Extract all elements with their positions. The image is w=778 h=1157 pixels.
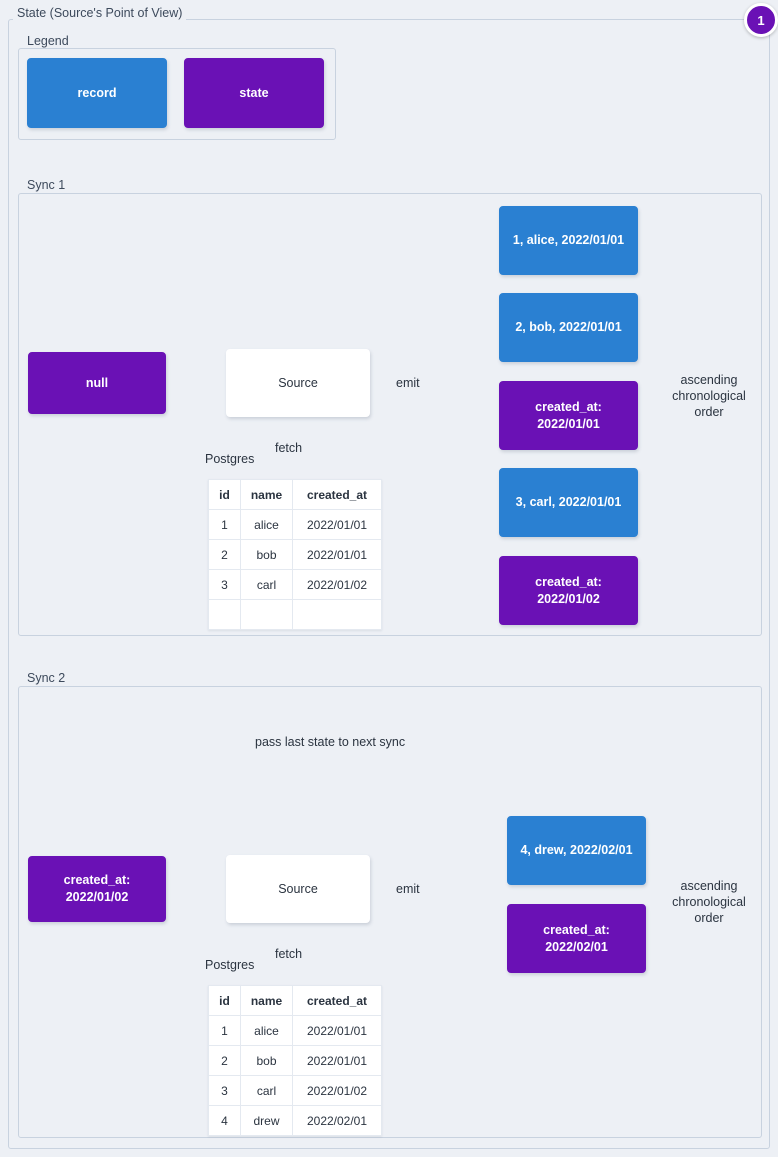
sync1-emitted-state-1-line2: 2022/01/01 [537, 416, 600, 431]
sync2-input-state: created_at: 2022/01/02 [28, 856, 166, 922]
cell-name: carl [240, 1075, 293, 1106]
sync2-col-id: id [208, 985, 241, 1016]
step-badge[interactable]: 1 [744, 3, 778, 37]
sync2-input-state-line1: created_at: [63, 873, 131, 887]
cell-created-at: 2022/01/01 [292, 509, 382, 540]
table-row: 2 bob 2022/01/01 [208, 1045, 382, 1076]
sync1-emitted-state-1-line1: created_at: [535, 399, 602, 414]
sync1-emitted-record-3-label: 3, carl, 2022/01/01 [515, 495, 622, 509]
cell-id: 2 [208, 539, 241, 570]
cell-name [240, 599, 293, 630]
sync2-col-name: name [240, 985, 293, 1016]
sync2-source-label: Source [278, 881, 318, 896]
sync2-input-state-line2: 2022/01/02 [65, 890, 129, 904]
cell-created-at: 2022/01/02 [292, 569, 382, 600]
sync1-emitted-state-2: created_at: 2022/01/02 [499, 556, 638, 625]
cell-id: 1 [208, 509, 241, 540]
cell-id: 2 [208, 1045, 241, 1076]
cell-name: bob [240, 1045, 293, 1076]
sync2-db-label: Postgres [205, 958, 255, 972]
sync1-emitted-record-2: 2, bob, 2022/01/01 [499, 293, 638, 362]
sync2-emitted-state-1-line1: created_at: [543, 922, 610, 937]
legend-record-swatch: record [27, 58, 167, 128]
cell-created-at: 2022/01/01 [292, 1045, 382, 1076]
sync2-source-node: Source [226, 855, 370, 923]
sync1-postgres-table: id name created_at 1 alice 2022/01/01 2 … [208, 479, 382, 630]
pass-state-label: pass last state to next sync [252, 734, 409, 750]
sync2-emitted-state-1-line2: 2022/02/01 [545, 939, 608, 954]
sync1-title: Sync 1 [23, 178, 70, 192]
cell-created-at: 2022/01/01 [292, 539, 382, 570]
table-header-row: id name created_at [208, 479, 382, 510]
sync1-emitted-record-1-label: 1, alice, 2022/01/01 [512, 233, 625, 247]
table-row: 3 carl 2022/01/02 [208, 1075, 382, 1106]
sync1-db-label: Postgres [205, 452, 255, 466]
sync1-source-node: Source [226, 349, 370, 417]
cell-id: 3 [208, 569, 241, 600]
sync1-emitted-record-2-label: 2, bob, 2022/01/01 [515, 320, 622, 334]
cell-id: 4 [208, 1105, 241, 1136]
sync2-emitted-record-1-label: 4, drew, 2022/02/01 [520, 843, 633, 857]
cell-id: 3 [208, 1075, 241, 1106]
cell-created-at: 2022/01/01 [292, 1015, 382, 1046]
cell-created-at: 2022/01/02 [292, 1075, 382, 1106]
table-row: 1 alice 2022/01/01 [208, 509, 382, 540]
legend-state-label: state [239, 85, 269, 100]
sync1-order-label: ascending chronological order [672, 373, 746, 419]
sync2-fetch-label: fetch [275, 947, 303, 961]
sync1-input-state-label: null [85, 375, 109, 390]
sync1-fetch-label: fetch [275, 441, 303, 455]
sync2-emitted-record-1: 4, drew, 2022/02/01 [507, 816, 646, 885]
table-row: 3 carl 2022/01/02 [208, 569, 382, 600]
cell-name: alice [240, 509, 293, 540]
table-row-empty [208, 599, 382, 630]
sync2-col-created-at: created_at [292, 985, 382, 1016]
sync1-emit-label: emit [396, 376, 420, 390]
sync2-title: Sync 2 [23, 671, 70, 685]
cell-name: carl [240, 569, 293, 600]
table-row: 2 bob 2022/01/01 [208, 539, 382, 570]
cell-name: bob [240, 539, 293, 570]
table-row: 1 alice 2022/01/01 [208, 1015, 382, 1046]
cell-created-at [292, 599, 382, 630]
sync1-emitted-state-2-line1: created_at: [535, 574, 602, 589]
sync1-emitted-record-3: 3, carl, 2022/01/01 [499, 468, 638, 537]
table-header-row: id name created_at [208, 985, 382, 1016]
legend-record-label: record [77, 85, 117, 100]
cell-id [208, 599, 241, 630]
sync1-input-state: null [28, 352, 166, 414]
table-row: 4 drew 2022/02/01 [208, 1105, 382, 1136]
sync1-emitted-state-1: created_at: 2022/01/01 [499, 381, 638, 450]
sync1-source-label: Source [278, 375, 318, 390]
cell-created-at: 2022/02/01 [292, 1105, 382, 1136]
legend-state-swatch: state [184, 58, 324, 128]
sync1-emitted-state-2-line2: 2022/01/02 [537, 591, 600, 606]
cell-id: 1 [208, 1015, 241, 1046]
legend-title: Legend [23, 34, 73, 48]
sync2-emit-label: emit [396, 882, 420, 896]
sync1-col-id: id [208, 479, 241, 510]
sync2-postgres-table: id name created_at 1 alice 2022/01/01 2 … [208, 985, 382, 1136]
sync1-group [18, 193, 762, 636]
sync2-order-label: ascending chronological order [672, 879, 746, 925]
sync1-col-created-at: created_at [292, 479, 382, 510]
sync2-emitted-state-1: created_at: 2022/02/01 [507, 904, 646, 973]
sync1-col-name: name [240, 479, 293, 510]
cell-name: drew [240, 1105, 293, 1136]
sync1-emitted-record-1: 1, alice, 2022/01/01 [499, 206, 638, 275]
diagram-title: State (Source's Point of View) [13, 6, 187, 20]
cell-name: alice [240, 1015, 293, 1046]
